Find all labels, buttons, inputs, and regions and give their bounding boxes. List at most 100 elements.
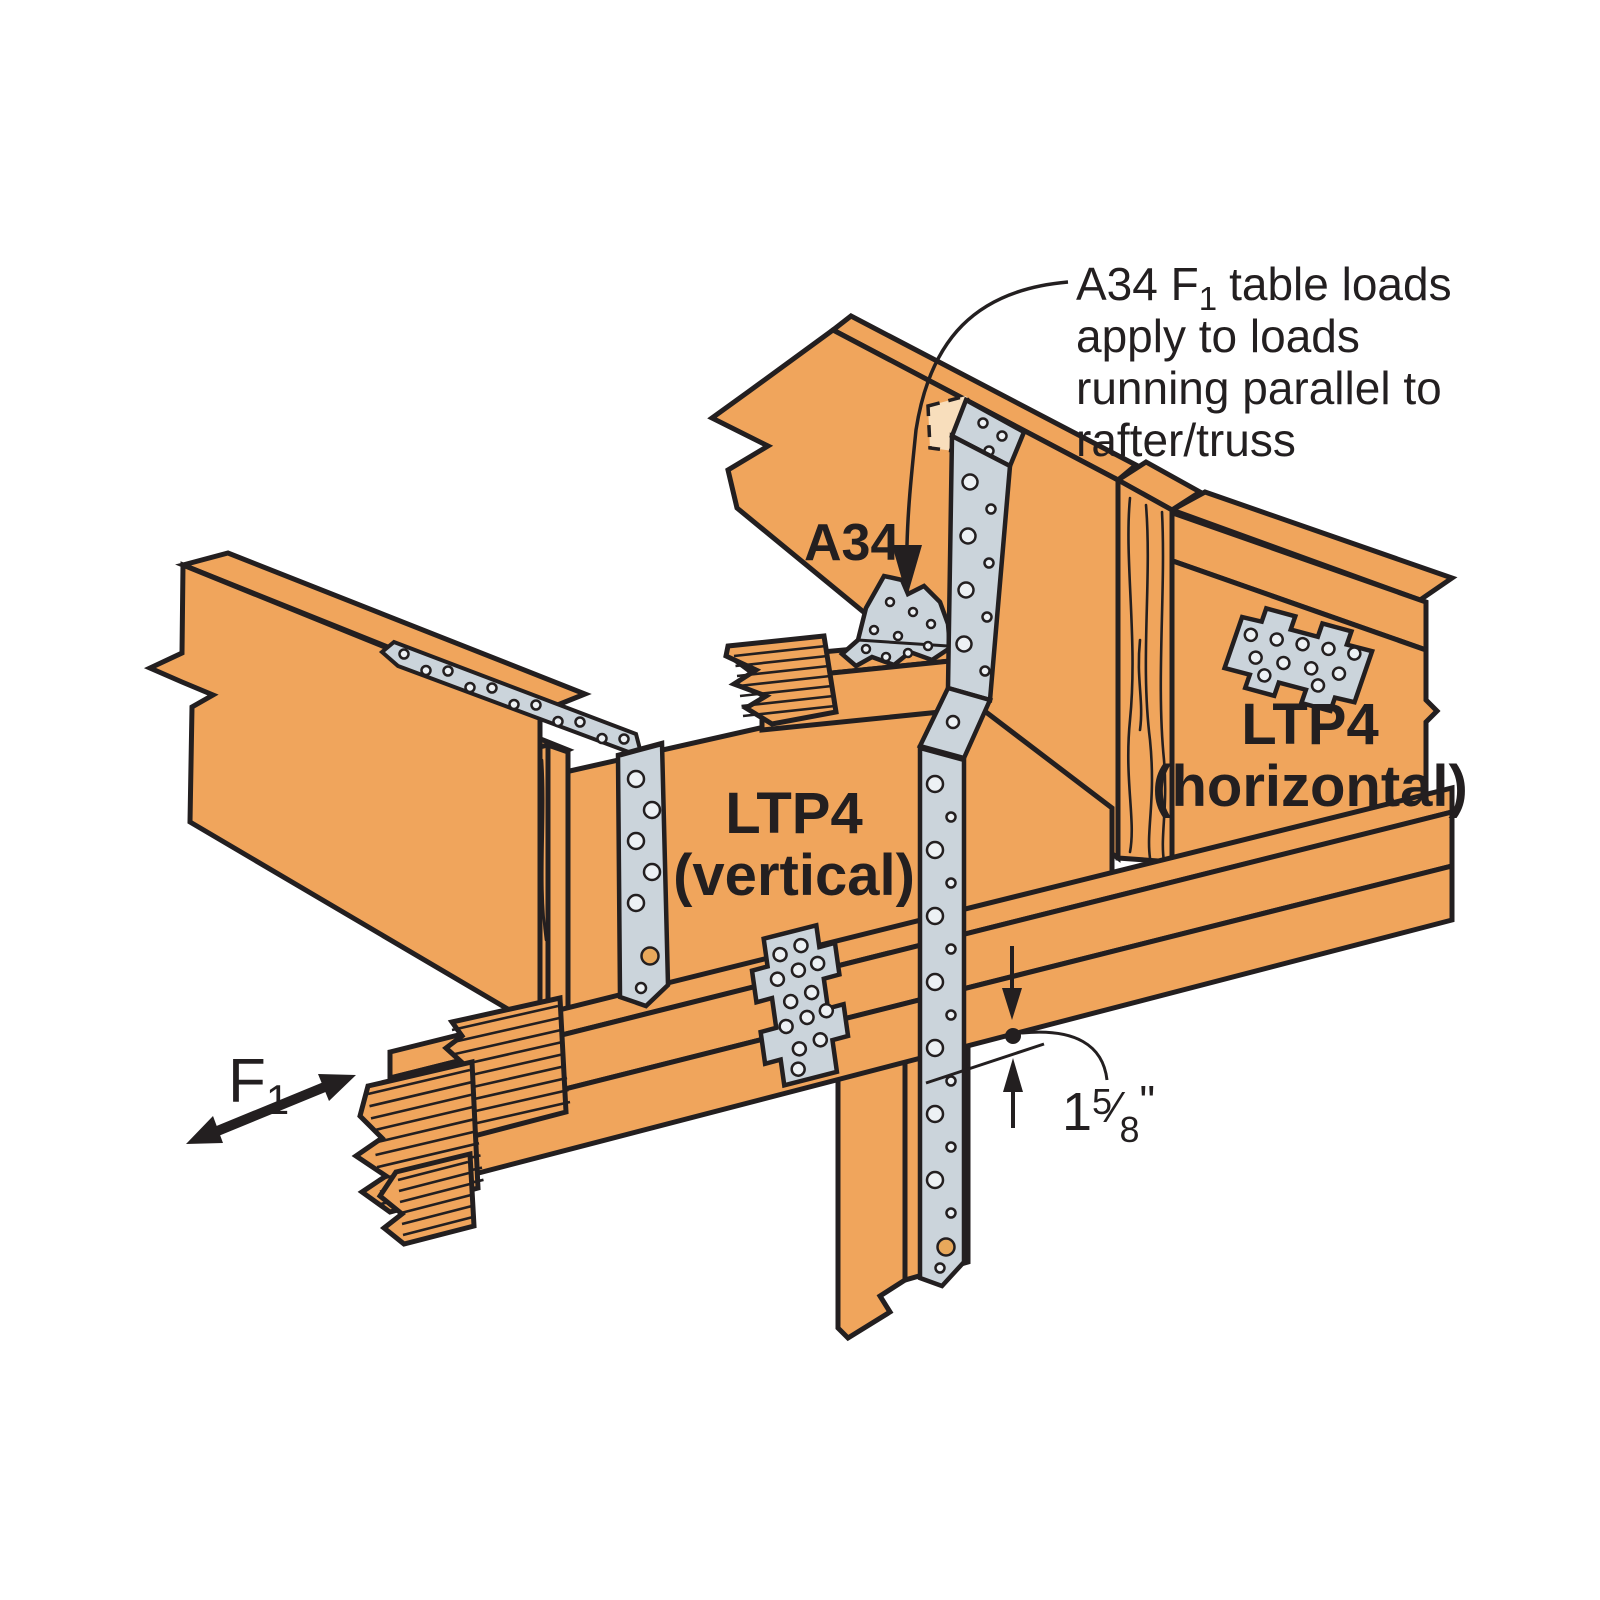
nail-hole [868, 624, 880, 636]
lamination-line [369, 1080, 472, 1108]
force-arrow-group: F1 [186, 1047, 356, 1144]
nail-hole [530, 699, 542, 711]
nail-hole [945, 1207, 957, 1219]
nail-hole [1303, 661, 1319, 676]
ltp4-horizontal-body [1221, 605, 1376, 714]
nail-hole [778, 1018, 794, 1035]
lamination-hatch [733, 644, 836, 718]
lamination-line [397, 1160, 469, 1182]
lamination-line [367, 1068, 471, 1096]
lamination-line [742, 704, 836, 718]
a34-label: A34 [804, 514, 899, 572]
nail-hole [934, 1262, 946, 1274]
nail-hole [922, 640, 934, 652]
nail-hole [985, 503, 997, 515]
nail-hole [945, 877, 957, 889]
lamination-line [735, 654, 828, 668]
lamination-line [462, 1088, 569, 1116]
nail-hole [790, 1061, 806, 1077]
beam-strap [378, 639, 671, 1009]
nail-hole [925, 840, 945, 860]
lamination-line [463, 1100, 571, 1128]
nail-hole [945, 943, 957, 955]
lamination-line [402, 1215, 474, 1237]
nail-hole [902, 647, 914, 659]
wood-grain-lines [1144, 503, 1154, 860]
annotation-leader-curve [905, 280, 1069, 546]
nail-hole [981, 611, 993, 623]
nail-hole [1248, 650, 1263, 665]
nail-hole [769, 971, 786, 987]
nail-hole [996, 430, 1008, 442]
beam-front-face [143, 561, 543, 1033]
nail-hole [486, 682, 498, 694]
lamination-line [741, 694, 834, 708]
nail-hole [945, 1009, 957, 1021]
annotation-arrowhead [892, 545, 922, 597]
lamination-line [398, 1171, 470, 1193]
rafter-end-grain-board [1113, 459, 1205, 865]
nail-hole [1276, 655, 1291, 671]
nail-hole [925, 972, 945, 992]
nail-hole [634, 981, 648, 995]
nail-hole [983, 557, 995, 569]
dimension-label: 15⁄8" [1062, 1077, 1155, 1150]
nail-hole [1310, 678, 1326, 693]
lamination-line [739, 684, 833, 698]
wood-grain-lines [1137, 638, 1143, 732]
lamination-line [738, 674, 831, 688]
nail-hole [803, 984, 820, 1001]
lamination-line [453, 1016, 560, 1044]
annotation-line-2: apply to loads [1076, 310, 1360, 362]
ltp4-plate-horizontal [1221, 605, 1376, 714]
lamination-line [460, 1076, 568, 1104]
nail-hole [508, 698, 520, 711]
floor-broken-end-laminations [351, 994, 571, 1247]
nail-hole [945, 714, 961, 730]
nail-hole [945, 1075, 957, 1087]
a34-framing-angle [838, 573, 953, 669]
nail-hole [398, 648, 410, 660]
nail-hole [955, 635, 973, 653]
force-arrowhead-right [318, 1074, 356, 1101]
right-wall [1147, 489, 1458, 894]
ltp4-horizontal-line1: LTP4 [1241, 692, 1379, 757]
ltp4-vertical-line2: (vertical) [673, 843, 915, 908]
nail-hole [945, 811, 957, 823]
nail-hole [925, 1038, 945, 1058]
dim-leader-arc [1021, 1030, 1109, 1081]
left-beam [143, 550, 592, 1033]
nail-hole [884, 596, 896, 608]
nail-hole [618, 733, 630, 745]
nail-hole [925, 1104, 945, 1124]
lamination-line [451, 1004, 559, 1032]
lamination-line [733, 644, 827, 658]
ltp4-plate-vertical [749, 922, 851, 1089]
nail-hole [925, 906, 945, 926]
nail-hole [959, 527, 977, 545]
nail-hole [892, 630, 904, 642]
nail-hole [626, 831, 646, 851]
lamination-line [373, 1117, 477, 1145]
annotation-line-3: running parallel to [1076, 362, 1442, 414]
nail-hole [1243, 627, 1259, 643]
nail-hole [552, 715, 564, 728]
wood-grain-lines [1127, 496, 1134, 854]
lamination-line [370, 1093, 474, 1120]
ltp4-vertical-line1: LTP4 [725, 781, 863, 846]
nail-hole [626, 769, 646, 789]
center-strap [916, 393, 1027, 1289]
nail-hole [1321, 641, 1336, 657]
nail-hole [957, 581, 975, 599]
lamination-line [736, 664, 830, 678]
nail-hole [936, 1237, 956, 1257]
dim-down-arrowhead [1002, 988, 1022, 1020]
nail-hole [782, 993, 799, 1010]
nail-hole [799, 1009, 815, 1026]
beam-strap-fold-line [619, 743, 662, 758]
nail-hole [1331, 666, 1347, 681]
annotation-line-4: rafter/truss [1076, 414, 1296, 466]
ltp4-horizontal-line2: (horizontal) [1152, 754, 1468, 819]
